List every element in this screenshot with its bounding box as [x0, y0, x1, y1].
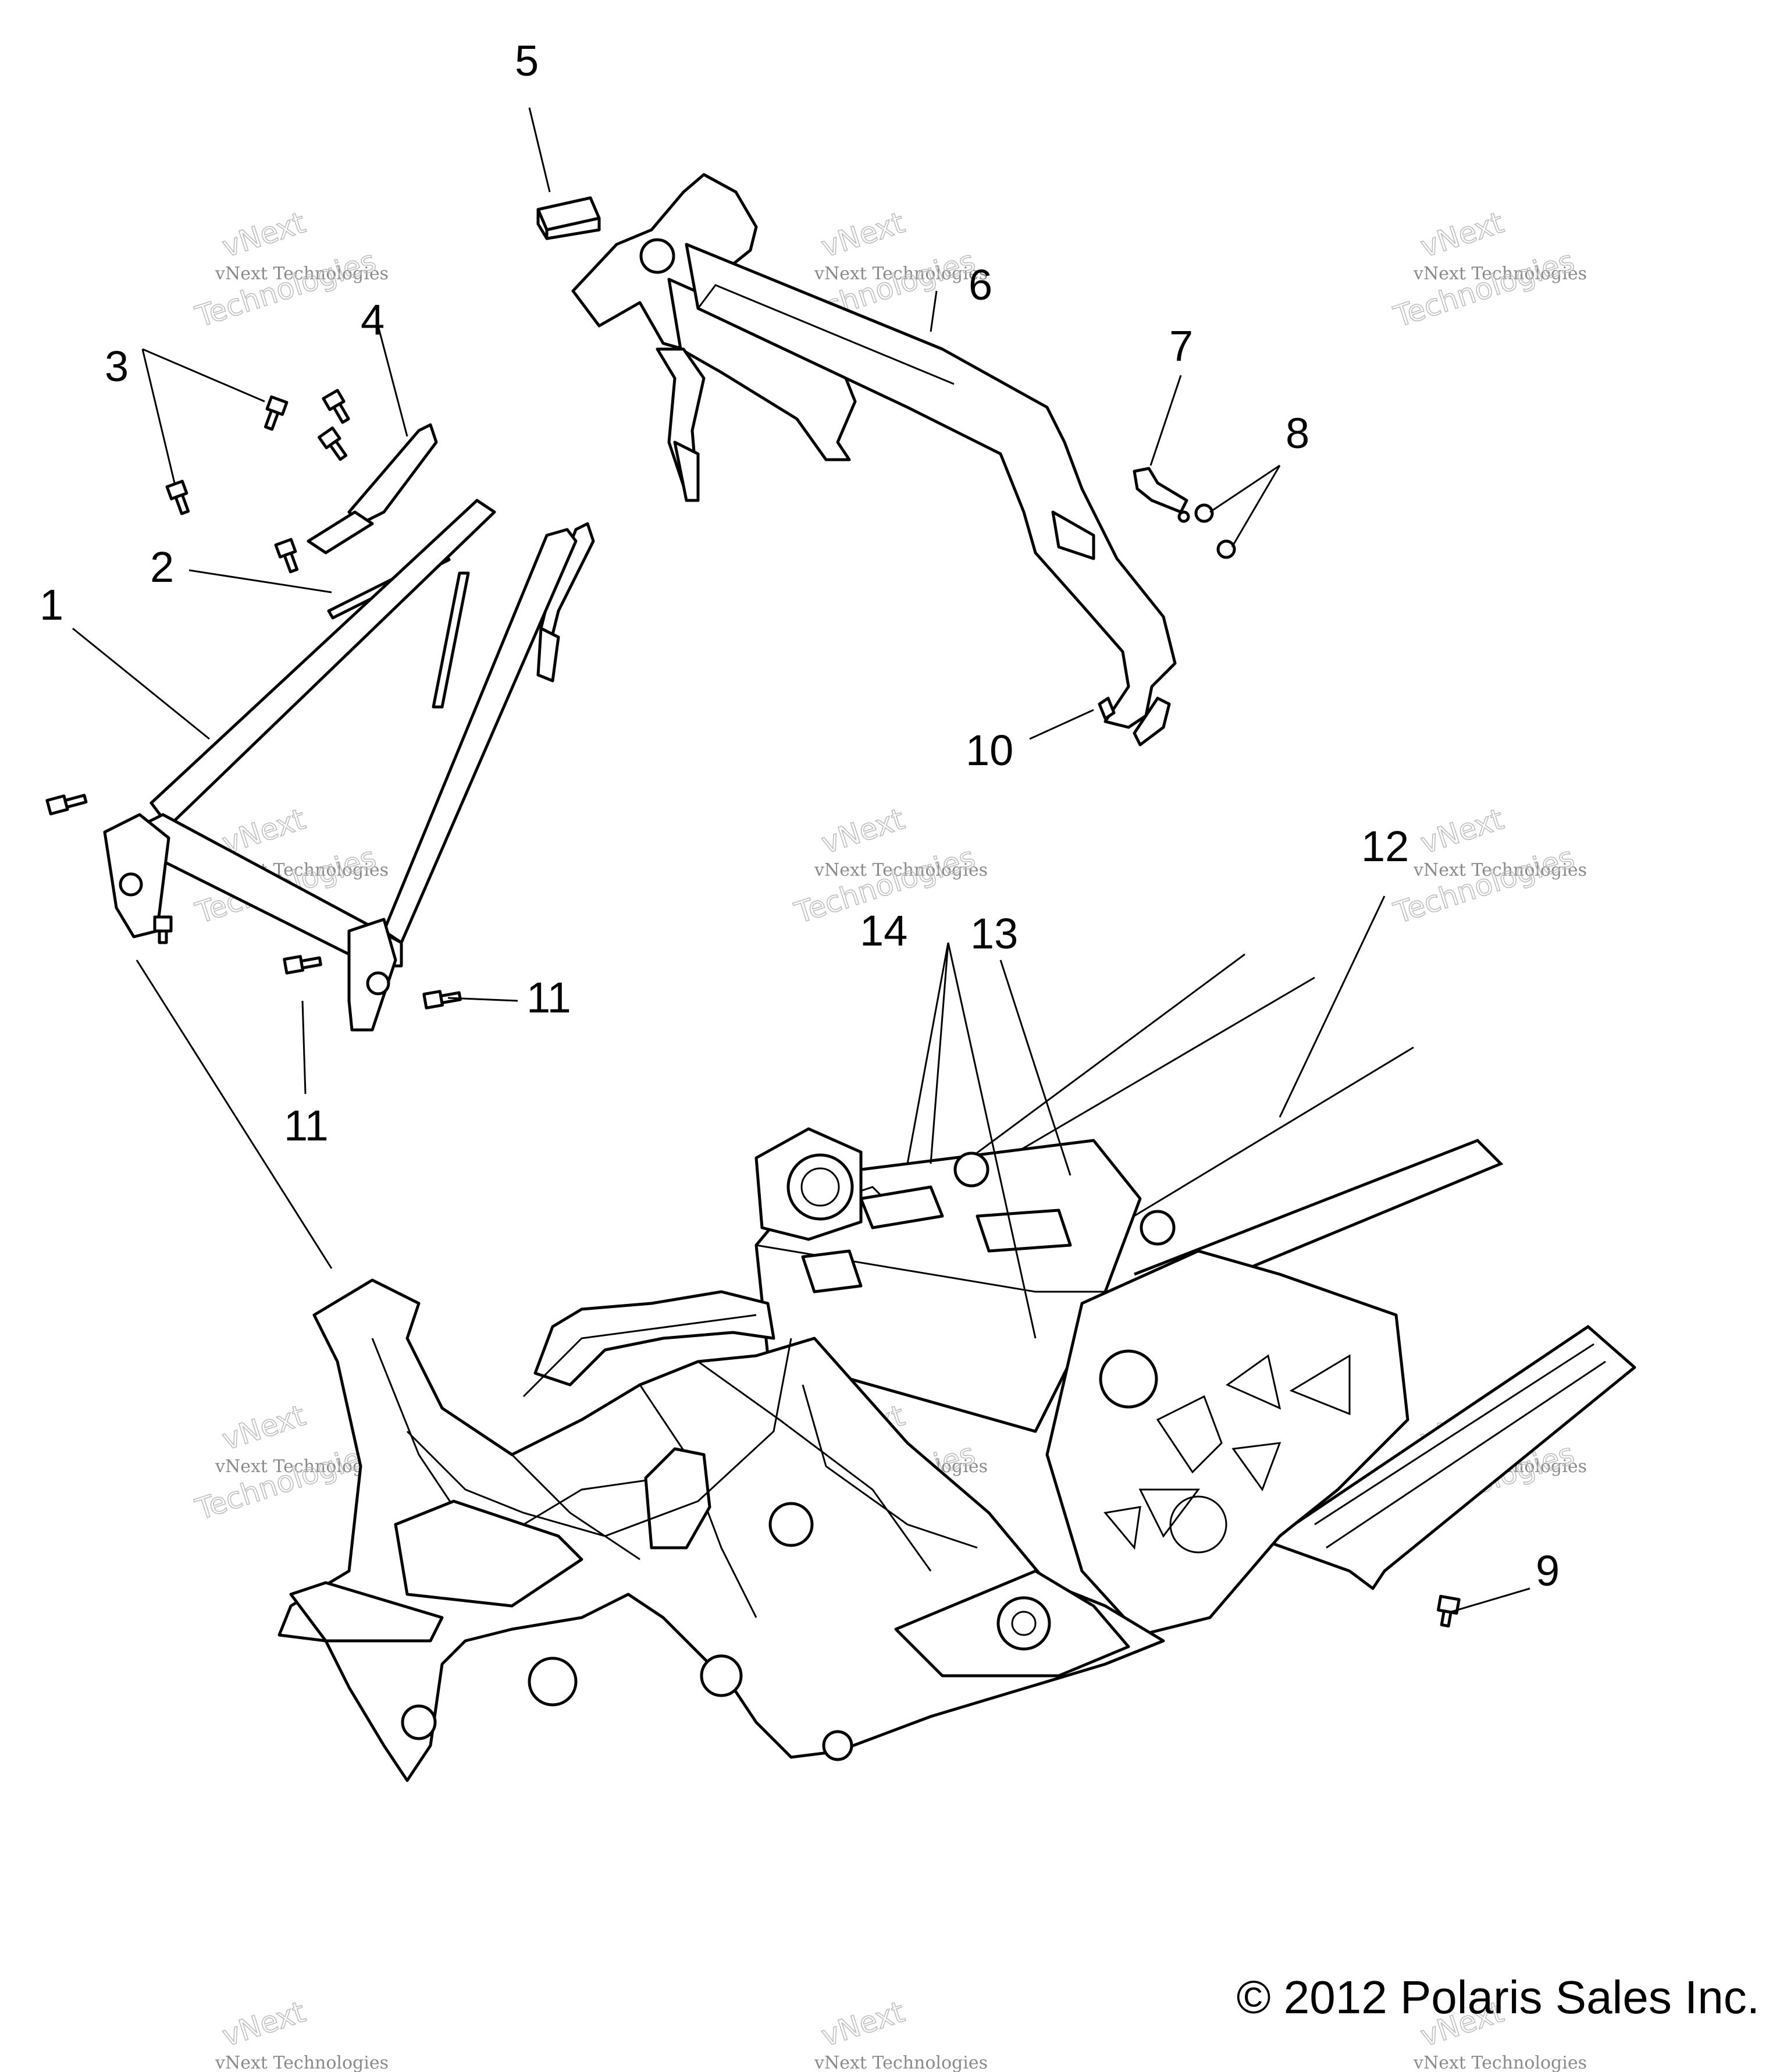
svg-text:vNext: vNext — [218, 205, 309, 264]
svg-text:vNext Technologies: vNext Technologies — [215, 264, 389, 284]
svg-text:Technologies: Technologies — [1390, 840, 1578, 930]
watermark: vNext vNext Technologies Technologies — [191, 205, 389, 335]
callout-11b: 11 — [284, 1101, 329, 1150]
part-10-clip — [1098, 696, 1116, 720]
part-5-block — [536, 196, 601, 240]
svg-text:vNext Technologies: vNext Technologies — [1413, 2053, 1587, 2072]
callout-12: 12 — [1361, 822, 1409, 870]
callout-3: 3 — [105, 342, 129, 390]
svg-text:vNext Technologies: vNext Technologies — [814, 2053, 988, 2072]
watermark: vNext vNext Technologies Technologies — [1389, 802, 1587, 931]
callout-7: 7 — [1169, 322, 1193, 370]
part-11-bolts — [45, 794, 462, 1010]
callout-13: 13 — [970, 909, 1018, 958]
copyright-notice: © 2012 Polaris Sales Inc. — [1237, 1971, 1760, 2023]
watermark: vNext vNext Technologies — [215, 1995, 389, 2072]
svg-text:vNext Technologies: vNext Technologies — [814, 264, 988, 284]
svg-text:Technologies: Technologies — [191, 1437, 380, 1527]
callout-10: 10 — [966, 726, 1013, 774]
svg-text:Technologies: Technologies — [191, 244, 380, 334]
svg-text:vNext Technologies: vNext Technologies — [1413, 264, 1587, 284]
callout-8: 8 — [1286, 409, 1309, 457]
part-8-nuts — [1194, 503, 1236, 559]
svg-text:vNext Technologies: vNext Technologies — [1413, 860, 1587, 880]
callout-6: 6 — [969, 261, 992, 309]
part-3-bolts — [165, 389, 350, 574]
svg-text:vNext: vNext — [817, 1995, 909, 2053]
svg-text:vNext Technologies: vNext Technologies — [215, 2053, 389, 2072]
svg-text:vNext: vNext — [817, 205, 909, 264]
callout-2: 2 — [150, 543, 174, 591]
part-6-steering-post — [571, 173, 1177, 747]
leader-lines — [72, 107, 1530, 1613]
callout-11a: 11 — [526, 973, 571, 1022]
part-9-bolt — [1437, 1594, 1461, 1628]
svg-text:Technologies: Technologies — [1390, 244, 1578, 334]
callout-9: 9 — [1536, 1547, 1560, 1595]
part-1-a-frame — [103, 499, 578, 1032]
watermark: vNext vNext Technologies — [814, 1995, 988, 2072]
callout-5: 5 — [515, 37, 539, 85]
svg-text:vNext: vNext — [218, 1995, 309, 2053]
svg-text:vNext Technologies: vNext Technologies — [814, 860, 988, 880]
svg-text:vNext: vNext — [1416, 802, 1508, 860]
part-7-clip — [1133, 467, 1190, 523]
callout-4: 4 — [361, 296, 385, 344]
part-4-strap — [307, 423, 595, 683]
callout-1: 1 — [40, 581, 63, 629]
callout-14: 14 — [860, 907, 907, 955]
svg-text:vNext: vNext — [1416, 205, 1508, 264]
watermark: vNext vNext Technologies Technologies — [1389, 205, 1587, 335]
callout-labels: 1 2 3 4 5 6 7 8 9 10 11 11 12 13 14 — [40, 37, 1560, 1595]
svg-text:vNext: vNext — [218, 1398, 309, 1456]
chassis-assembly — [277, 953, 1636, 1782]
svg-text:vNext: vNext — [817, 802, 909, 860]
